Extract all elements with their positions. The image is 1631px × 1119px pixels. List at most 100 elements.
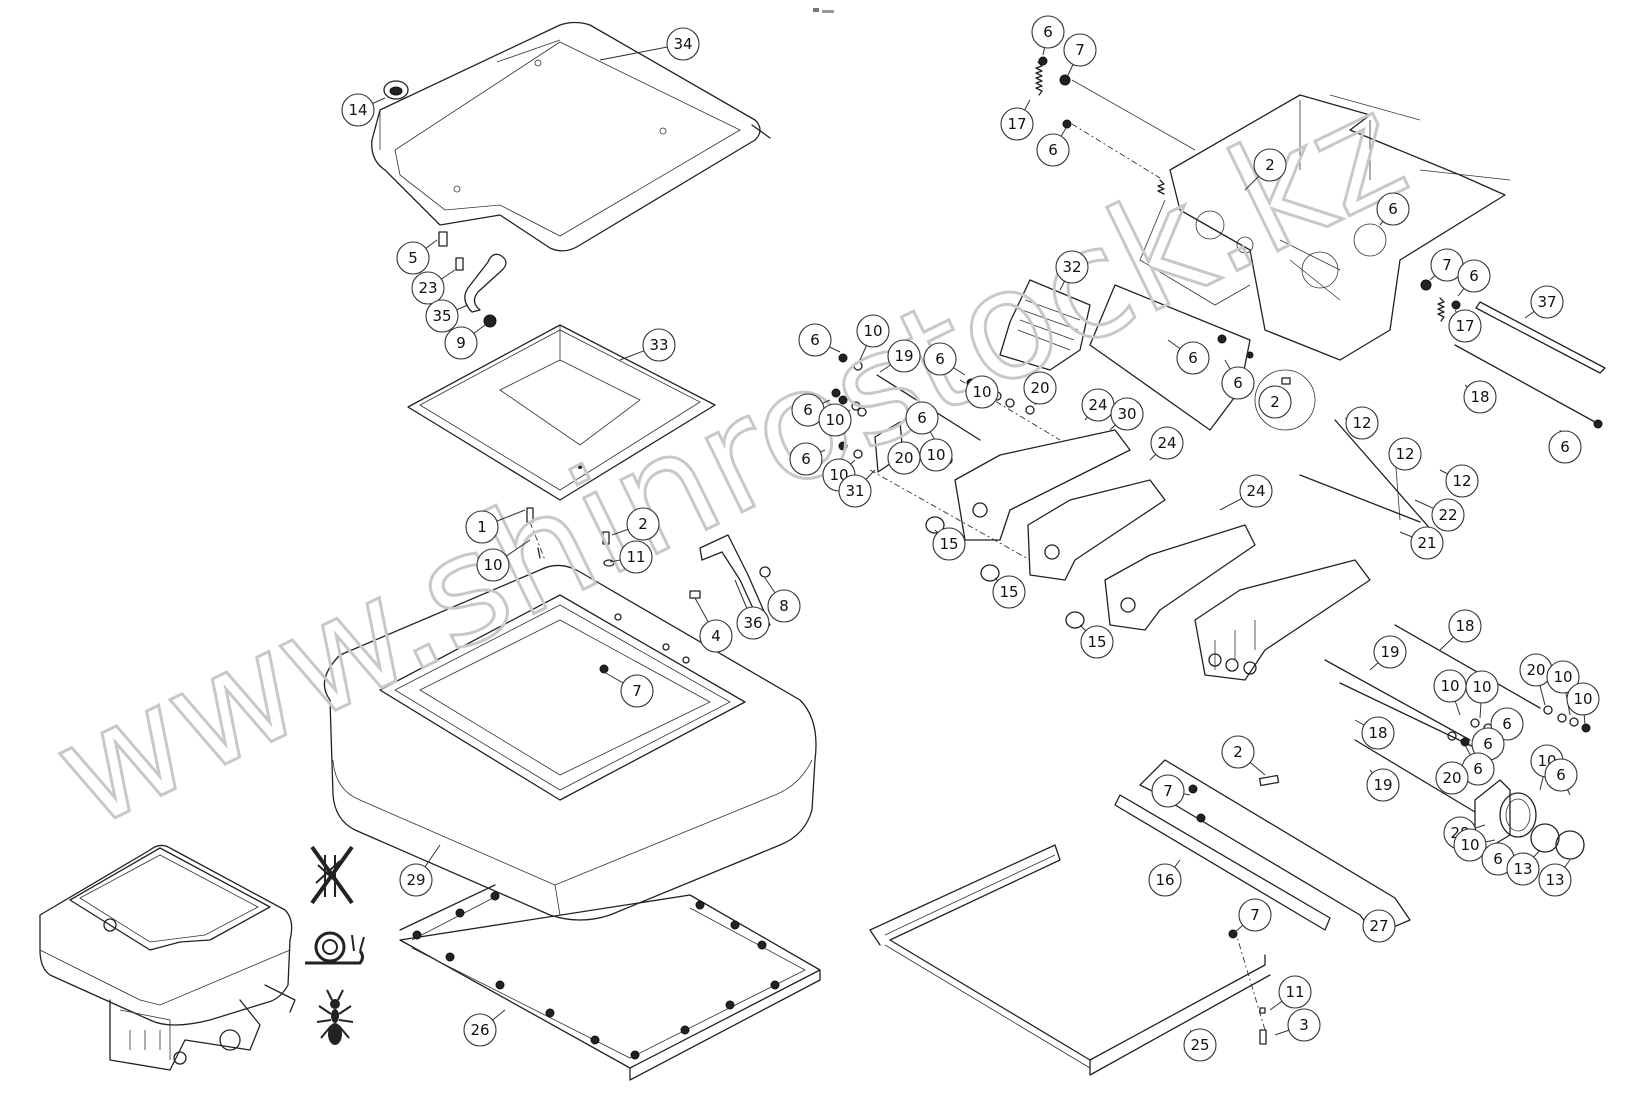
callout-circle <box>396 241 430 275</box>
callout-circle <box>1566 682 1600 716</box>
callout-15: 15 <box>992 575 1026 609</box>
callout-circle <box>1530 285 1564 319</box>
callout-19: 19 <box>1366 768 1400 802</box>
callout-label: 10 <box>825 411 844 429</box>
callout-circle <box>1546 660 1580 694</box>
callout-circle <box>1548 430 1582 464</box>
callout-12: 12 <box>1344 406 1379 440</box>
callout-label: 6 <box>1469 267 1479 285</box>
callout-label: 26 <box>470 1021 489 1039</box>
callout-14: 14 <box>341 93 386 127</box>
callout-circle <box>1258 385 1292 419</box>
callout-circle <box>1431 498 1465 532</box>
callout-10: 10 <box>1566 682 1600 726</box>
frame-bolt <box>725 1000 735 1010</box>
callout-17: 17 <box>1448 309 1482 343</box>
callout-3: 3 <box>1274 1008 1321 1042</box>
frame-bolt <box>445 952 455 962</box>
callout-label: 20 <box>1442 769 1461 787</box>
label-decal <box>999 279 1091 371</box>
callout-label: 12 <box>1352 414 1371 432</box>
callout-circle <box>1221 735 1255 769</box>
callout-circle <box>463 1013 497 1047</box>
callout-label: 17 <box>1455 317 1474 335</box>
callout-6: 6 <box>1036 127 1070 167</box>
callout-circle <box>905 401 939 435</box>
hopper-frame-left <box>399 884 821 1081</box>
callout-label: 25 <box>1190 1036 1209 1054</box>
callout-6: 6 <box>1376 192 1410 226</box>
strip-16 <box>1114 794 1331 931</box>
callout-9: 9 <box>444 324 486 360</box>
frame-bolt <box>495 980 505 990</box>
callout-label: 18 <box>1470 388 1489 406</box>
callout-6: 6 <box>1167 339 1210 375</box>
callout-label: 6 <box>1188 349 1198 367</box>
callout-6: 6 <box>1461 744 1495 786</box>
springs <box>1035 61 1445 322</box>
callout-label: 6 <box>1043 23 1053 41</box>
callout-label: 6 <box>1483 735 1493 753</box>
callout-label: 7 <box>632 682 642 700</box>
valve-blocks <box>954 429 1371 681</box>
callout-circle <box>699 619 733 653</box>
latch-parts <box>438 231 507 328</box>
hopper-thumbnail <box>39 844 296 1071</box>
callout-label: 6 <box>1048 141 1058 159</box>
callout-circle <box>965 375 999 409</box>
callout-6: 6 <box>1544 758 1578 796</box>
callout-6: 6 <box>905 401 939 441</box>
callout-2: 2 <box>1258 385 1292 419</box>
disc <box>1254 369 1316 431</box>
plugs <box>925 516 1085 629</box>
callout-label: 6 <box>935 350 945 368</box>
callout-label: 11 <box>1285 983 1304 1001</box>
callout-19: 19 <box>879 339 921 373</box>
callout-label: 2 <box>1265 156 1275 174</box>
callout-circle <box>425 299 459 333</box>
callout-18: 18 <box>1463 380 1497 414</box>
callout-circle <box>411 271 445 305</box>
callout-10: 10 <box>1453 828 1496 862</box>
top-mark <box>813 8 834 13</box>
callout-label: 23 <box>418 279 437 297</box>
callout-label: 18 <box>1368 724 1387 742</box>
callout-circle <box>923 342 957 376</box>
callout-circle <box>1148 863 1182 897</box>
callout-32: 32 <box>1055 250 1089 291</box>
callout-15: 15 <box>1079 624 1114 659</box>
callout-6: 6 <box>1031 15 1065 56</box>
callout-7: 7 <box>1429 248 1464 282</box>
callout-circle <box>1448 609 1482 643</box>
callout-label: 29 <box>406 871 425 889</box>
callout-label: 20 <box>1030 379 1049 397</box>
cover-plate <box>1089 284 1251 431</box>
frame-bolt <box>455 908 465 918</box>
callout-circle <box>1253 148 1287 182</box>
callout-circle <box>1445 464 1479 498</box>
callout-5: 5 <box>396 239 438 275</box>
callout-label: 10 <box>1553 668 1572 686</box>
callout-label: 15 <box>999 583 1018 601</box>
callout-label: 6 <box>1560 438 1570 456</box>
callout-label: 20 <box>894 449 913 467</box>
hopper-body <box>323 564 817 921</box>
callout-circle <box>1465 670 1499 704</box>
callout-label: 16 <box>1155 871 1174 889</box>
callout-circle <box>1388 437 1422 471</box>
callout-label: 10 <box>926 446 945 464</box>
frame-bolt <box>730 920 740 930</box>
callout-label: 6 <box>801 450 811 468</box>
callout-circle <box>1506 852 1540 886</box>
callout-label: 10 <box>1573 690 1592 708</box>
callout-label: 6 <box>1493 850 1503 868</box>
callout-1: 1 <box>465 509 526 544</box>
callout-label: 7 <box>1442 256 1452 274</box>
callout-22: 22 <box>1414 498 1465 532</box>
callout-16: 16 <box>1148 859 1182 897</box>
callout-label: 9 <box>456 334 466 352</box>
callout-label: 4 <box>711 627 721 645</box>
callout-circle <box>1448 309 1482 343</box>
callout-10: 10 <box>818 403 852 437</box>
